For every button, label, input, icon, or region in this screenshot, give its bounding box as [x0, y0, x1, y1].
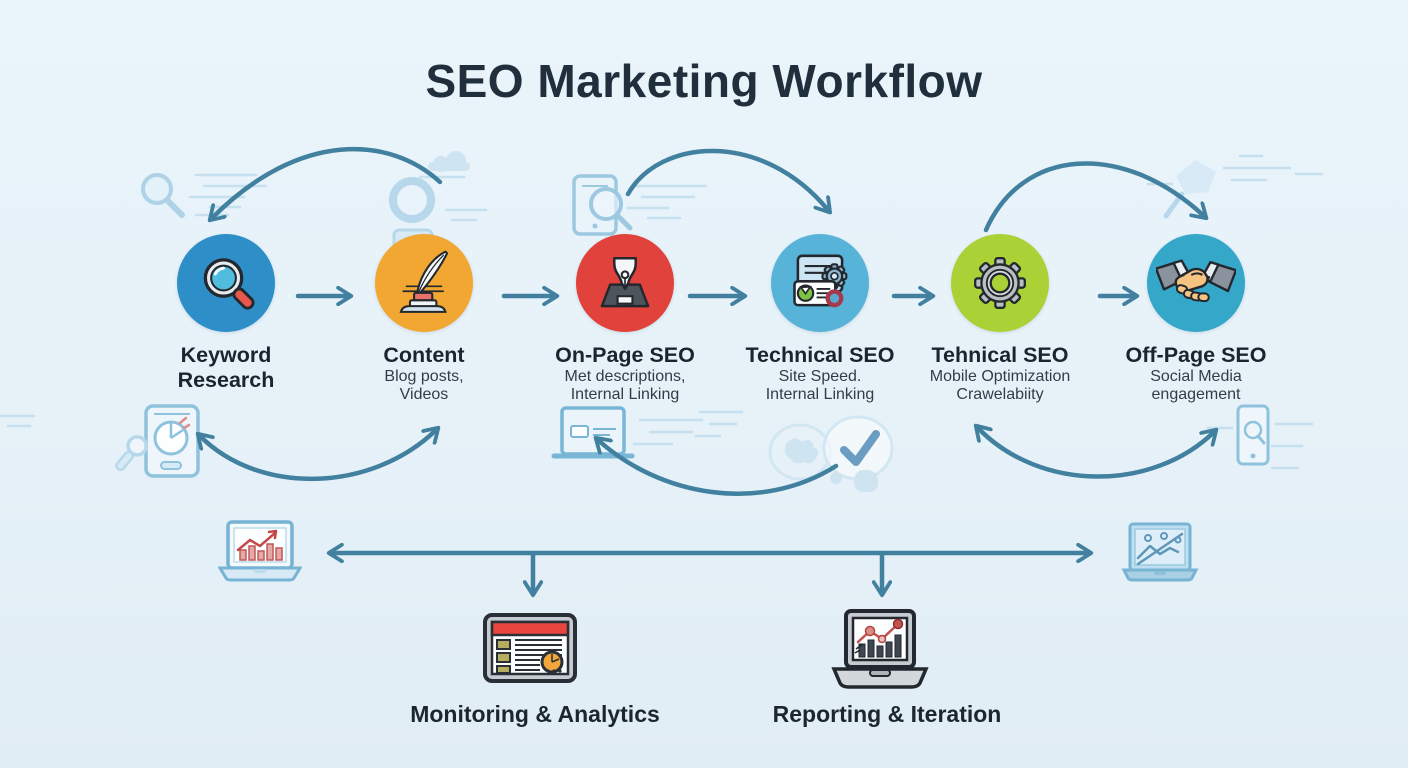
analytics-laptop-icon	[218, 520, 302, 582]
step-title: Content	[383, 343, 465, 367]
monitoring-browser-icon	[483, 613, 577, 683]
reporting-iteration-label: Reporting & Iteration	[772, 701, 1002, 727]
step-subtitle-line: Social Media	[1150, 367, 1242, 385]
step-circle	[1147, 234, 1245, 332]
pen-nib-icon	[600, 257, 650, 308]
phone-search-deco-right-icon	[1206, 404, 1314, 470]
step-title: Tehnical SEO	[931, 343, 1069, 367]
arc-blob-to-laptop	[598, 440, 839, 496]
blob-checkmark-deco-icon	[768, 415, 894, 492]
laptop-deco-icon	[551, 406, 744, 459]
step-subtitle-line: Met descriptions,	[564, 367, 686, 385]
step-circle	[576, 234, 674, 332]
step-title: On-Page SEO	[555, 343, 695, 367]
step-circle	[951, 234, 1049, 332]
arc-content-to-keyword	[212, 147, 443, 218]
gear-icon	[974, 257, 1026, 309]
step-subtitle-line: Site Speed.	[778, 367, 862, 385]
handshake-icon	[1156, 259, 1236, 303]
phone-piechart-deco-icon	[0, 404, 200, 478]
phone-search-deco-icon	[572, 174, 708, 236]
step-circle	[771, 234, 869, 332]
cloud-deco-icon	[418, 151, 470, 179]
workflow-step-content: Content Blog posts, Videos	[329, 234, 519, 405]
document-gear-icon	[793, 254, 848, 308]
step-title: Keyword Research	[177, 343, 275, 392]
step-subtitle-line: Videos	[399, 386, 449, 404]
step-subtitle-line: Internal Linking	[570, 386, 680, 404]
magnifier-deco-icon	[141, 173, 268, 218]
magnifier-icon	[203, 258, 255, 310]
workflow-step-offpage-seo: Off-Page SEO Social Media engagement	[1101, 234, 1291, 405]
trend-laptop-icon	[1121, 522, 1199, 582]
arc-keyword-content-loop	[200, 430, 436, 482]
step-subtitle-line: Crawelabiity	[956, 386, 1044, 404]
workflow-step-keyword-research: Keyword Research	[131, 234, 321, 392]
quill-inkwell-icon	[399, 250, 449, 313]
step-subtitle-line: Internal Linking	[765, 386, 875, 404]
step-subtitle-line: Blog posts,	[384, 367, 464, 385]
workflow-step-technical-seo: Technical SEO Site Speed. Internal Linki…	[725, 234, 915, 405]
workflow-step-onpage-seo: On-Page SEO Met descriptions, Internal L…	[530, 234, 720, 405]
step-circle	[375, 234, 473, 332]
flag-deco-icon	[1146, 154, 1324, 219]
step-title: Off-Page SEO	[1125, 343, 1267, 367]
page-title: SEO Marketing Workflow	[425, 55, 983, 107]
step-circle	[177, 234, 275, 332]
step-subtitle-line: engagement	[1151, 386, 1241, 404]
monitoring-analytics-label: Monitoring & Analytics	[410, 701, 660, 727]
arc-onpage-to-technical	[625, 148, 828, 210]
reporting-laptop-icon	[831, 609, 929, 689]
step-subtitle-line: Mobile Optimization	[929, 367, 1071, 385]
arc-tehnical-offpage-loop	[978, 428, 1214, 479]
workflow-step-tehnical-seo: Tehnical SEO Mobile Optimization Crawela…	[905, 234, 1095, 405]
step-title: Technical SEO	[745, 343, 895, 367]
arc-tehnical-to-offpage	[983, 161, 1204, 233]
